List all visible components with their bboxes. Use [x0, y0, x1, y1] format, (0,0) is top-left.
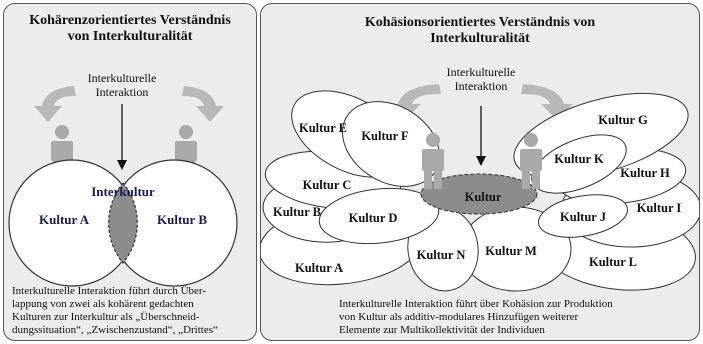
right-curved-arrow: [182, 86, 224, 122]
left-caption: Interkulturelle Interaktion führt durch …: [12, 285, 250, 337]
left-caption-line: dungssituation“, „Zwischenzustand“, „Dri…: [12, 324, 218, 336]
right-interaction-label-1: Interkulturelle: [447, 65, 516, 79]
center-culture-ellipse: [420, 173, 538, 215]
cohesion-panel: Interkulturelle Interaktion Kultur Kultu…: [260, 3, 700, 341]
interaction-arrowhead: [476, 156, 486, 166]
right-caption-line: Interkulturelle Interaktion führt über K…: [339, 298, 613, 310]
culture-a-label: Kultur A: [295, 261, 343, 275]
culture-m-label: Kultur M: [485, 244, 537, 258]
left-caption-line: Kulturen zur Interkultur als „Überschnei…: [12, 311, 200, 323]
culture-f-label: Kultur F: [361, 129, 409, 143]
culture-d-ellipse: [318, 187, 440, 245]
right-curved-arrow: [521, 84, 573, 120]
culture-h-label: Kultur H: [620, 166, 670, 180]
cohesion-diagram: Interkulturelle Interaktion Kultur Kultu…: [261, 65, 699, 292]
culture-a-label: Kultur A: [39, 212, 90, 227]
left-title-line2: von Interkulturalität: [67, 29, 193, 44]
interkultur-label: Interkultur: [91, 184, 155, 199]
left-interaction-label-1: Interkulturelle: [88, 71, 157, 85]
left-title-line1: Kohärenzorientiertes Verständnis: [29, 13, 231, 28]
culture-n-label: Kultur N: [417, 248, 466, 262]
culture-k-label: Kultur K: [554, 152, 604, 166]
right-title-line1: Kohäsionsorientiertes Verständnis von: [364, 15, 596, 30]
right-title-line2: Interkulturalität: [430, 31, 530, 46]
person-left-icon: [422, 133, 444, 189]
left-curved-arrow: [34, 86, 76, 122]
right-interaction-label-2: Interaktion: [455, 79, 508, 93]
culture-d-label: Kultur D: [349, 211, 398, 225]
coherence-diagram: Interkulturelle Interaktion Interkultur …: [8, 71, 238, 287]
culture-j-label: Kultur J: [560, 210, 606, 224]
left-caption-line: Interkulturelle Interaktion führt durch …: [12, 285, 207, 297]
coherence-panel: Interkulturelle Interaktion Interkultur …: [3, 3, 257, 341]
left-caption-line: lappung von zwei als kohärent gedachten: [12, 298, 194, 310]
interaction-arrowhead: [117, 160, 127, 170]
culture-j-ellipse: [538, 194, 628, 238]
intersection-area: [108, 182, 138, 264]
center-culture-label: Kultur: [465, 190, 502, 204]
culture-b-label: Kultur B: [273, 205, 321, 219]
culture-e-label: Kultur E: [299, 121, 347, 135]
left-interaction-label-2: Interaktion: [96, 85, 149, 99]
culture-b-label: Kultur B: [157, 212, 207, 227]
culture-i-label: Kultur I: [637, 201, 682, 215]
culture-c-label: Kultur C: [303, 178, 352, 192]
culture-g-label: Kultur G: [598, 113, 648, 127]
culture-l-label: Kultur L: [589, 255, 637, 269]
right-caption: Interkulturelle Interaktion führt über K…: [339, 298, 639, 337]
right-caption-line: von Kultur als additiv-modulares Hinzufü…: [339, 311, 579, 323]
person-right-icon: [520, 133, 542, 189]
right-caption-line: Elemente zur Multikollektivität der Indi…: [339, 324, 545, 336]
